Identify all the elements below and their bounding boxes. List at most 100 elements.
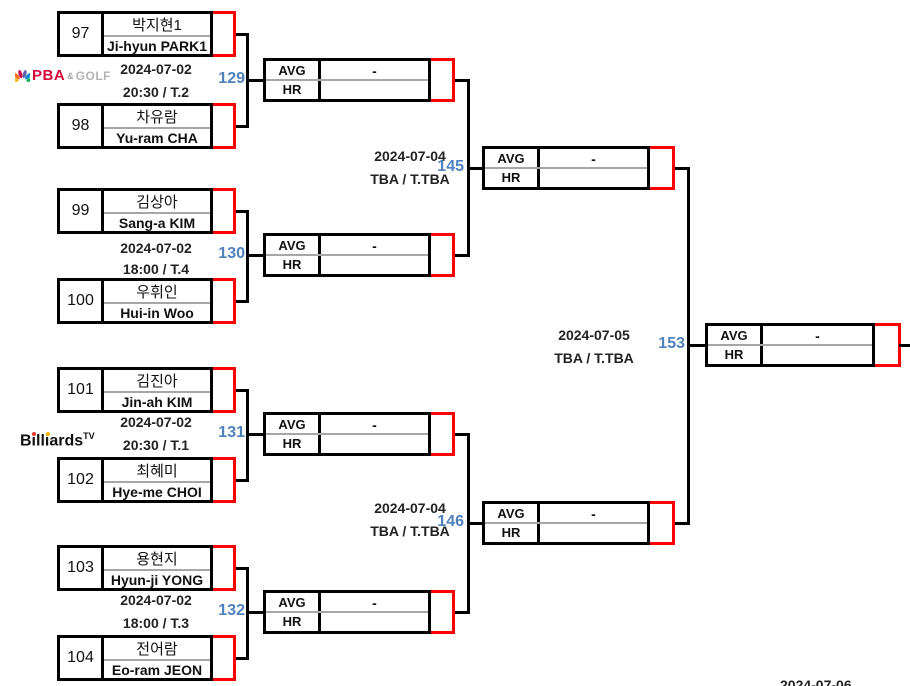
score-cell: [650, 501, 675, 545]
match-stats-box-131: AVG HR -: [263, 412, 431, 456]
connector-line: [236, 657, 249, 660]
player-name-kr: 우휘인: [104, 281, 210, 304]
match-stats-box-146: AVG HR -: [482, 501, 650, 545]
row-divider: [266, 79, 428, 81]
connector-line: [236, 479, 249, 482]
score-cell: [213, 635, 236, 681]
match-time: TBA / T.TBA: [370, 523, 450, 539]
match-date: 2024-07-04: [374, 500, 446, 516]
player-name-en: Hye-me CHOI: [112, 483, 202, 500]
match-date: 2024-07-02: [120, 240, 192, 256]
player-name-kr: 용현지: [104, 548, 210, 571]
connector-line: [246, 79, 263, 82]
billiards-yellow-dot-icon: [46, 432, 50, 436]
match-date: 2024-07-02: [120, 414, 192, 430]
hr-label: HR: [724, 347, 744, 362]
hr-label: HR: [282, 257, 302, 272]
match-number: 130: [218, 245, 245, 262]
row-divider: [708, 344, 872, 346]
match-stats-box-130: AVG HR -: [263, 233, 431, 277]
player-name-kr: 김상아: [104, 191, 210, 214]
connector-line: [675, 167, 690, 170]
hr-value: [321, 255, 428, 274]
match-time: 20:30 / T.2: [122, 84, 190, 100]
hr-value: [321, 434, 428, 453]
match-time: 20:30 / T.1: [122, 437, 190, 453]
avg-value: -: [372, 416, 377, 433]
player-name-en: Ji-hyun PARK1: [106, 37, 208, 54]
score-cell: [431, 58, 455, 102]
player-box-101: 101 김진아 Jin-ah KIM: [57, 367, 213, 413]
peacock-icon: [15, 69, 30, 82]
player-seed: 100: [60, 281, 104, 321]
connector-line: [236, 567, 249, 570]
row-divider: [485, 167, 647, 169]
avg-value: -: [372, 594, 377, 611]
connector-line: [246, 433, 263, 436]
score-cell: [213, 11, 236, 57]
score-cell: [431, 412, 455, 456]
avg-value: -: [591, 505, 596, 522]
player-seed: 98: [60, 106, 104, 146]
score-cell: [213, 457, 236, 503]
ampersand-text: &: [67, 70, 74, 81]
player-name-en: Sang-a KIM: [118, 214, 196, 231]
hr-value: [321, 80, 428, 99]
pba-golf-logo: PBA & GOLF: [15, 67, 111, 84]
player-box-99: 99 김상아 Sang-a KIM: [57, 188, 213, 234]
match-date: 2024-07-04: [374, 148, 446, 164]
player-seed: 97: [60, 14, 104, 54]
player-name-kr: 전어람: [104, 638, 210, 661]
player-box-97: 97 박지현1 Ji-hyun PARK1: [57, 11, 213, 57]
match-stats-box-132: AVG HR -: [263, 590, 431, 634]
connector-line: [236, 300, 249, 303]
connector-line: [675, 522, 690, 525]
connector-line: [467, 167, 482, 170]
row-divider: [266, 433, 428, 435]
player-box-98: 98 차유람 Yu-ram CHA: [57, 103, 213, 149]
player-name-en: Hyun-ji YONG: [110, 571, 204, 588]
connector-line: [246, 254, 263, 257]
score-cell: [875, 323, 901, 367]
match-date: 2024-07-02: [120, 592, 192, 608]
hr-value: [763, 345, 872, 364]
avg-value: -: [372, 237, 377, 254]
connector-line: [455, 611, 470, 614]
connector-line: [455, 433, 470, 436]
connector-line: [236, 33, 249, 36]
score-cell: [650, 146, 675, 190]
match-number: 153: [658, 335, 685, 352]
player-seed: 99: [60, 191, 104, 231]
match-time: 18:00 / T.3: [122, 615, 190, 631]
hr-label: HR: [282, 82, 302, 97]
match-stats-box-153: AVG HR -: [705, 323, 875, 367]
match-number: 146: [437, 513, 464, 530]
player-seed: 102: [60, 460, 104, 500]
score-cell: [213, 103, 236, 149]
avg-value: -: [591, 150, 596, 167]
player-seed: 104: [60, 638, 104, 678]
player-box-103: 103 용현지 Hyun-ji YONG: [57, 545, 213, 591]
connector-line: [455, 254, 470, 257]
player-box-100: 100 우휘인 Hui-in Woo: [57, 278, 213, 324]
connector-line: [236, 389, 249, 392]
match-date: 2024-07-02: [120, 61, 192, 77]
score-cell: [213, 188, 236, 234]
avg-label: AVG: [497, 506, 525, 521]
connector-line: [246, 611, 263, 614]
match-time: 18:00 / T.4: [122, 261, 190, 277]
next-round-date-partial: 2024-07-06: [780, 677, 852, 686]
avg-value: -: [372, 62, 377, 79]
player-name-kr: 김진아: [104, 370, 210, 393]
row-divider: [485, 522, 647, 524]
hr-label: HR: [282, 436, 302, 451]
connector-line: [467, 522, 482, 525]
player-name-en: Yu-ram CHA: [116, 129, 198, 146]
avg-label: AVG: [497, 151, 525, 166]
avg-label: AVG: [720, 328, 748, 343]
avg-label: AVG: [278, 238, 306, 253]
player-name-en: Jin-ah KIM: [121, 393, 193, 410]
hr-label: HR: [501, 525, 521, 540]
match-number: 131: [218, 424, 245, 441]
